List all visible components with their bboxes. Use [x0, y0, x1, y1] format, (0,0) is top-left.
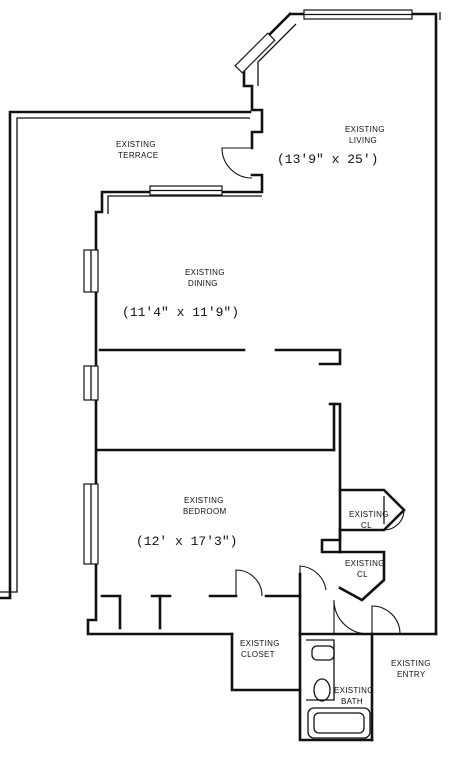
terrace-label-2: TERRACE: [118, 151, 158, 160]
bath-label-2: BATH: [341, 697, 363, 706]
dining-label-2: DINING: [188, 279, 218, 288]
living-label-1: EXISTING: [345, 125, 385, 134]
interior-walls: [96, 348, 406, 701]
closet-main-label-1: EXISTING: [240, 639, 280, 648]
bedroom-label-2: BEDROOM: [183, 507, 226, 516]
bedroom-dimensions: (12' x 17'3"): [136, 534, 237, 549]
living-dimensions: (13'9" x 25'): [277, 152, 378, 167]
window-bay: [234, 32, 276, 74]
terrace-outline: [0, 110, 252, 600]
door-closet: [235, 569, 263, 597]
windows: [83, 9, 413, 565]
closet-b-label-1: EXISTING: [345, 559, 385, 568]
dining-label-1: EXISTING: [185, 268, 225, 277]
bath-fixtures: [307, 645, 371, 739]
door-hall: [299, 565, 327, 596]
exterior-walls: [86, 12, 441, 742]
bath-label-1: EXISTING: [334, 686, 374, 695]
closet-b-label-2: CL: [357, 570, 368, 579]
bathtub-icon: [307, 707, 371, 739]
living-label-2: LIVING: [349, 136, 377, 145]
door-bath: [333, 599, 369, 635]
closet-a-label-1: EXISTING: [349, 510, 389, 519]
closet-main-label-2: CLOSET: [241, 650, 275, 659]
entry-label-1: EXISTING: [391, 659, 431, 668]
door-entry: [371, 605, 401, 635]
bedroom-label-1: EXISTING: [184, 496, 224, 505]
sink-icon: [311, 645, 335, 661]
door-living: [221, 147, 253, 179]
terrace-label-1: EXISTING: [116, 140, 156, 149]
doors: [221, 147, 405, 635]
dining-dimensions: (11'4" x 11'9"): [122, 305, 239, 320]
toilet-icon: [313, 678, 331, 702]
entry-label-2: ENTRY: [397, 670, 426, 679]
closet-a-label-2: CL: [361, 521, 372, 530]
door-closet-a: [383, 509, 405, 531]
